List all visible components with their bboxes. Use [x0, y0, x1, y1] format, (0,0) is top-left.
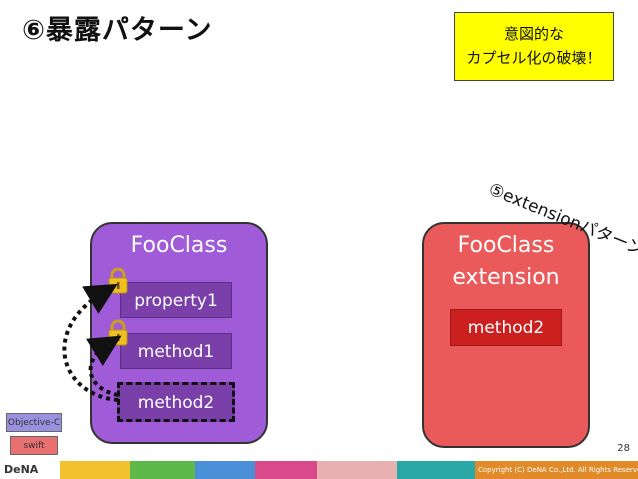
- footer-segment: [60, 461, 130, 479]
- dotted-arrow-to-method1: [85, 335, 122, 397]
- footer-bar: [0, 461, 638, 479]
- legend-swift: swift: [10, 436, 58, 455]
- footer-segment: [317, 461, 397, 479]
- member-method2-exposed: method2: [117, 382, 235, 422]
- extension-title: FooClass extension: [422, 230, 590, 294]
- footer-segment: [475, 461, 638, 479]
- callout-box: 意図的な カプセル化の破壊！: [454, 12, 614, 81]
- copyright-text: Copyright (C) DeNA Co.,Ltd. All Rights R…: [478, 466, 638, 474]
- extension-member-method2: method2: [450, 309, 562, 346]
- extension-title-line-1: FooClass: [457, 233, 555, 258]
- callout-line-1: 意図的な: [503, 25, 564, 43]
- member-property1: property1: [120, 282, 232, 318]
- member-method1: method1: [120, 333, 232, 369]
- footer-segment: [195, 461, 255, 479]
- extension-title-line-2: extension: [452, 265, 560, 290]
- fooclass-title: FooClass: [130, 233, 228, 258]
- callout-line-2: カプセル化の破壊！: [466, 49, 602, 67]
- legend-objective-c: Objective-C: [6, 413, 62, 432]
- footer-segment: [255, 461, 317, 479]
- page-number: 28: [617, 443, 630, 454]
- page-title: ⑥暴露パターン: [22, 15, 213, 46]
- footer-segment: [397, 461, 475, 479]
- dena-logo: DeNA: [4, 463, 39, 476]
- dotted-arrow-to-property1: [62, 283, 119, 402]
- footer-segment: [130, 461, 195, 479]
